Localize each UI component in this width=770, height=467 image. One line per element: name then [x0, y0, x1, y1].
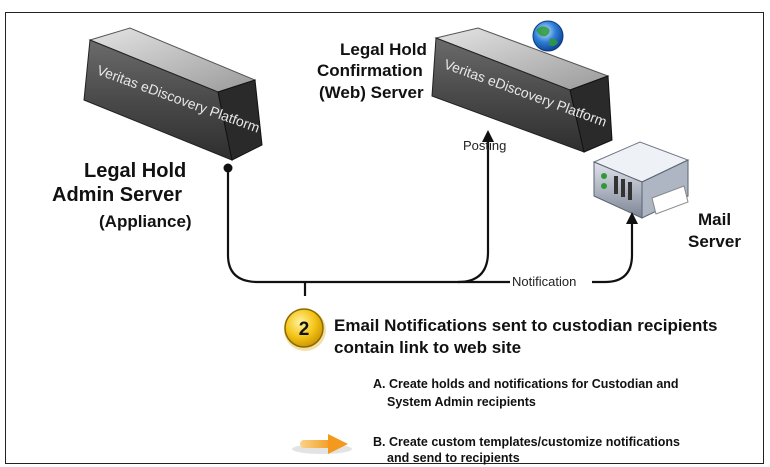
admin-server-appliance: Veritas eDiscovery Platform	[83, 27, 263, 161]
step-description-line1: Email Notifications sent to custodian re…	[334, 316, 718, 335]
step-description-line2: contain link to web site	[334, 338, 522, 357]
list-item-a-line1: A. Create holds and notifications for Cu…	[373, 377, 679, 391]
step-badge: 2	[284, 308, 326, 351]
admin-server-label-line3: (Appliance)	[99, 212, 192, 231]
web-server-appliance: Veritas eDiscovery Platform	[431, 27, 613, 153]
mail-server-icon	[592, 141, 690, 219]
mail-arrowhead	[626, 212, 638, 224]
orange-arrow-icon	[292, 434, 352, 454]
globe-icon	[532, 20, 564, 52]
mail-server-label-line2: Server	[688, 232, 741, 251]
web-server-label-line1: Legal Hold	[340, 40, 427, 59]
posting-label: Posting	[463, 138, 507, 153]
list-item-a-line2: System Admin recipients	[387, 395, 536, 409]
posting-arrowhead	[482, 130, 494, 142]
web-server-label-line3: (Web) Server	[319, 83, 424, 102]
notification-label: Notification	[511, 274, 578, 289]
admin-connection-dot	[223, 163, 233, 173]
mail-server-label-line1: Mail	[698, 210, 732, 229]
web-server-label-line2: Confirmation	[317, 61, 423, 80]
step-number: 2	[299, 319, 310, 340]
admin-server-label-line2: Admin Server	[52, 184, 183, 206]
list-item-b-line1: B. Create custom templates/customize not…	[373, 435, 681, 449]
list-item-b-line2: and send to recipients	[387, 451, 520, 465]
connector-lines	[226, 140, 634, 296]
admin-server-label-line1: Legal Hold	[84, 160, 187, 182]
